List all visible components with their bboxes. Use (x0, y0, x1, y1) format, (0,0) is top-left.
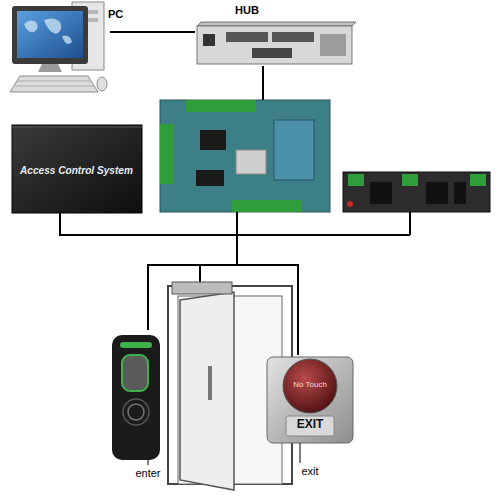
button-text: EXIT (265, 418, 355, 432)
fingerprint-reader (128, 404, 144, 420)
wire (200, 66, 410, 284)
hub-picture (203, 34, 215, 46)
hub-node: HUB (195, 22, 355, 66)
reader-node: enter (110, 330, 165, 460)
button-text: No Touch (265, 380, 355, 389)
pc-picture (15, 86, 94, 87)
controller-board (200, 130, 226, 150)
hub-picture (320, 34, 346, 56)
controller-board (232, 200, 302, 212)
power-box (12, 125, 142, 213)
hub-picture (226, 32, 268, 42)
fingerprint-reader (123, 399, 149, 425)
pc-picture (97, 77, 107, 91)
power-box-node: Access Control System (12, 125, 142, 213)
pc-picture (12, 6, 88, 64)
hub-picture (197, 26, 352, 64)
relay-board (426, 182, 448, 204)
wire (262, 66, 264, 100)
wire-connector (60, 213, 298, 355)
wire-connector (60, 213, 237, 330)
relay-board (348, 174, 364, 186)
exit-button-node: No TouchEXITexit (265, 355, 355, 445)
leader-line (148, 443, 300, 465)
wire (237, 234, 410, 236)
pc-picture (10, 2, 107, 92)
pc-picture (24, 18, 72, 44)
leader-line (300, 443, 301, 463)
device-label: exit (265, 465, 355, 478)
fingerprint-reader (120, 342, 152, 348)
door-picture (208, 366, 212, 400)
wire (409, 212, 411, 235)
power-box (12, 125, 142, 213)
fingerprint-reader (112, 335, 160, 460)
door-picture (180, 292, 234, 490)
device-brand-text: Access Control System (20, 165, 134, 177)
controller-board (236, 150, 266, 174)
fingerprint-reader (112, 335, 160, 460)
leader-line (148, 460, 149, 465)
wire (236, 212, 238, 235)
hub-picture (272, 32, 314, 42)
controller-board (160, 100, 330, 212)
relay-board (347, 201, 353, 207)
relay-board (343, 172, 490, 212)
pc-picture (10, 76, 98, 92)
power-box (12, 127, 142, 128)
relay-board (470, 174, 486, 186)
pc-picture (38, 64, 62, 72)
controller-board (160, 100, 330, 212)
device-label: HUB (235, 4, 259, 17)
pc-picture (17, 11, 83, 58)
relay-board (343, 172, 490, 212)
pc-picture (18, 81, 90, 82)
hub-picture (197, 22, 356, 26)
controller-board (160, 124, 174, 184)
pc-node: PC (10, 2, 110, 97)
controller-board (186, 100, 256, 112)
controller-board (196, 170, 224, 186)
device-label: PC (108, 8, 123, 21)
relay-board (402, 174, 418, 186)
controller-board (274, 120, 314, 180)
hub-picture (197, 22, 356, 64)
hub-picture (252, 48, 292, 58)
wire-connector (110, 31, 195, 33)
relay-board (454, 182, 466, 204)
wire (199, 265, 201, 284)
door-picture (172, 282, 232, 294)
fingerprint-reader (122, 355, 148, 391)
device-label: enter (110, 467, 186, 480)
relay-board (370, 182, 392, 204)
